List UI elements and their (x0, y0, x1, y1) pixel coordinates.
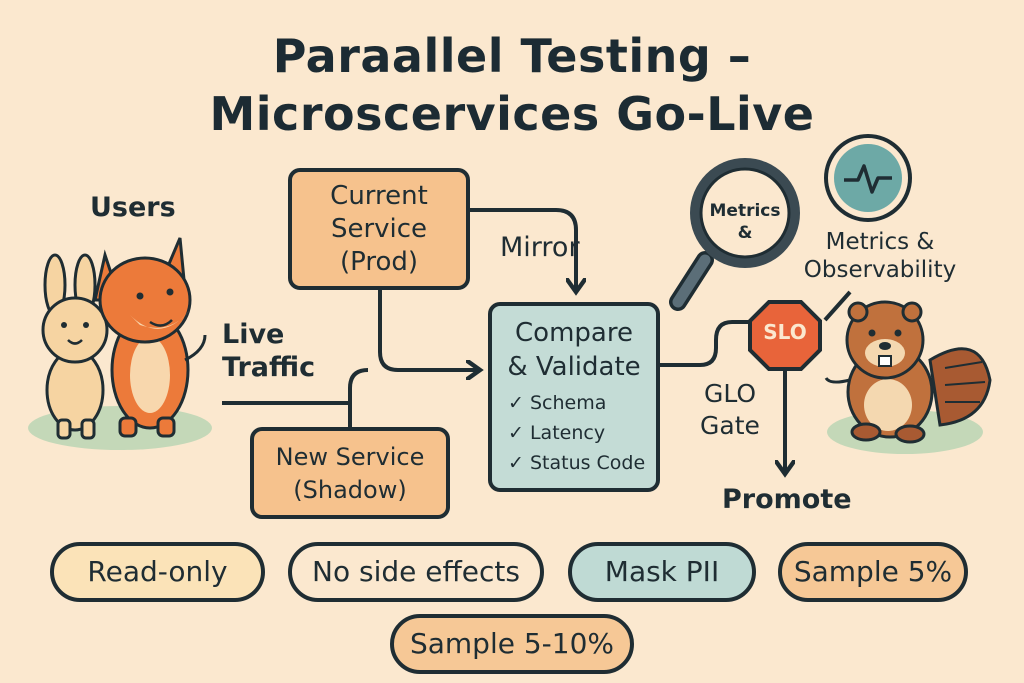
current-service-node[interactable]: Current Service (Prod) (288, 168, 470, 290)
new-service-node[interactable]: New Service (Shadow) (250, 427, 450, 519)
observability-link (823, 290, 852, 322)
check-list: ✓ Schema ✓ Latency ✓ Status Code (492, 388, 656, 478)
new-service-label: New Service (Shadow) (275, 443, 425, 504)
current-service-label: Current Service (Prod) (330, 181, 428, 277)
users-label: Users (90, 192, 176, 223)
check-schema: ✓ Schema (508, 392, 607, 414)
mirror-label: Mirror (500, 232, 580, 263)
pill-sample-5: Sample 5% (778, 542, 968, 602)
pill-sample-5-10: Sample 5-10% (390, 614, 634, 674)
compare-title: Compare & Validate (507, 318, 641, 382)
mirror-arrow (468, 208, 576, 290)
observability-label: Metrics & Observability (803, 229, 957, 283)
compare-validate-node[interactable]: Compare & Validate ✓ Schema ✓ Latency ✓ … (488, 302, 660, 492)
live-traffic-label: Live Traffic (222, 319, 316, 383)
magnifier-text: Metrics & (709, 201, 781, 243)
slo-sign-label: SLO (763, 320, 807, 344)
pulse-monitor-icon (824, 134, 912, 222)
magnifier-icon (669, 158, 800, 311)
bunny-icon (41, 253, 109, 440)
title-line-2: Microscervices Go-Live (209, 87, 815, 141)
pill-mask-pii: Mask PII (568, 542, 756, 602)
compare-to-gate-line (660, 320, 752, 367)
promote-label: Promote (722, 484, 852, 515)
pill-no-side-effects: No side effects (288, 542, 544, 602)
title-line-1: Paraallel Testing – (272, 29, 752, 83)
check-status-code: ✓ Status Code (508, 452, 646, 474)
prod-to-compare-line (378, 288, 478, 370)
traffic-branch-line (348, 368, 369, 403)
fox-icon (93, 237, 207, 438)
gate-label: GLO Gate (700, 379, 760, 440)
check-latency: ✓ Latency (508, 422, 606, 444)
pill-read-only: Read-only (50, 542, 265, 602)
beaver-icon (824, 300, 992, 444)
